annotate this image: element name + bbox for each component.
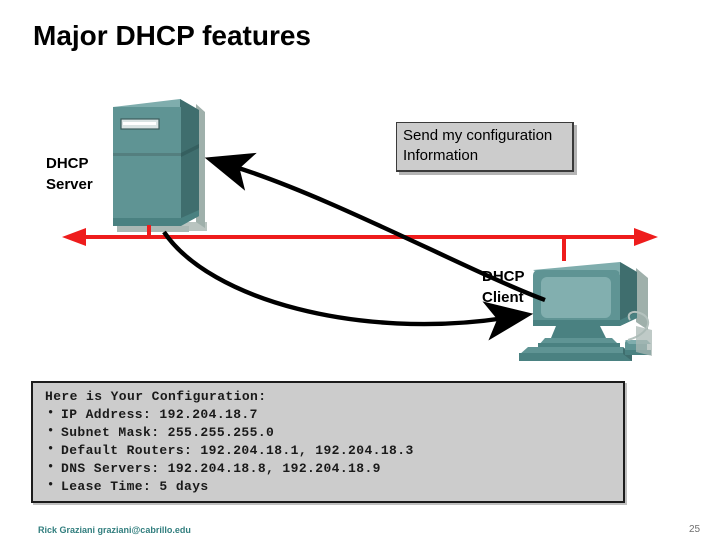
list-item: Lease Time: 5 days <box>45 479 623 493</box>
configuration-list: IP Address: 192.204.18.7 Subnet Mask: 25… <box>45 407 623 493</box>
callout-text: Send my configuration Information <box>403 127 553 165</box>
configuration-heading: Here is Your Configuration: <box>45 389 267 404</box>
network-bus <box>62 225 658 261</box>
server-tower-icon <box>113 99 207 238</box>
list-item: IP Address: 192.204.18.7 <box>45 407 623 421</box>
footer-credit: Rick Graziani graziani@cabrillo.edu <box>38 525 191 535</box>
list-item: DNS Servers: 192.204.18.8, 192.204.18.9 <box>45 461 623 475</box>
dhcp-client-label: DHCP Client <box>482 268 525 307</box>
dhcp-server-label: DHCP Server <box>46 155 93 194</box>
arrow-server-to-client <box>162 230 534 341</box>
arrow-client-to-server <box>204 152 546 303</box>
list-item: Subnet Mask: 255.255.255.0 <box>45 425 623 439</box>
page-number: 25 <box>689 524 701 535</box>
callout-box: Send my configuration Information <box>396 122 574 173</box>
arrow-right-icon <box>634 228 658 246</box>
arrow-left-icon <box>62 228 86 246</box>
desktop-computer-icon <box>519 262 652 361</box>
list-item: Default Routers: 192.204.18.1, 192.204.1… <box>45 443 623 457</box>
page-title: Major DHCP features <box>33 20 312 51</box>
configuration-box: Here is Your Configuration: IP Address: … <box>31 381 625 503</box>
